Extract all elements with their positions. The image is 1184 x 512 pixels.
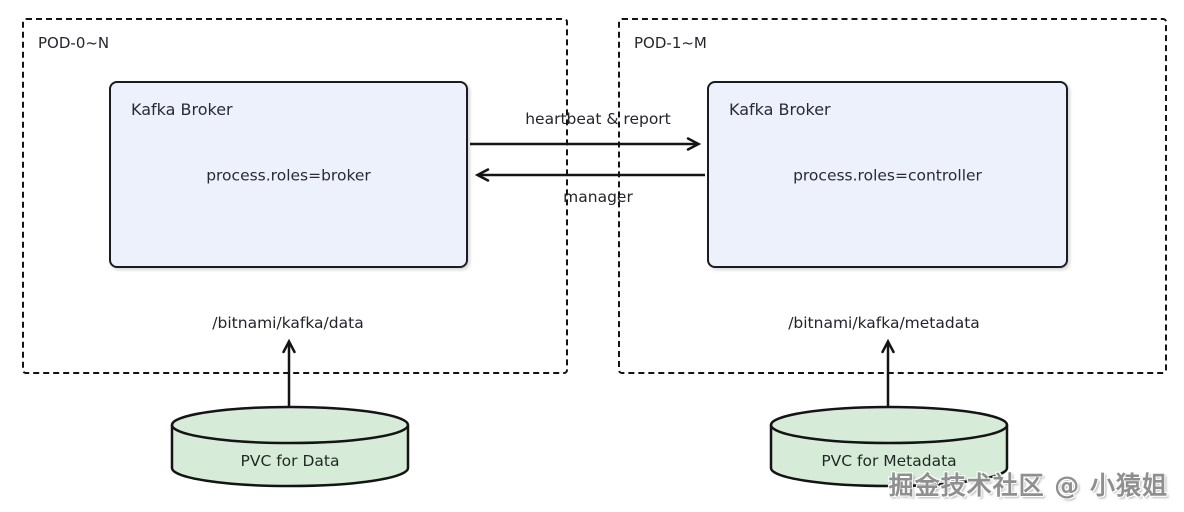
pod-box-controller: POD-1~M <box>618 18 1167 374</box>
pvc-data-label: PVC for Data <box>240 452 340 470</box>
kafka-broker-title: Kafka Broker <box>729 100 831 119</box>
broker-config-text: process.roles=broker <box>206 166 371 185</box>
data-mount-path: /bitnami/kafka/data <box>212 314 364 332</box>
pod-label: POD-0~N <box>38 34 110 52</box>
pod-box-broker: POD-0~N <box>22 18 568 374</box>
watermark-text: 掘金技术社区 @ 小猿姐 <box>888 471 1168 500</box>
controller-config-text: process.roles=controller <box>793 166 982 185</box>
kafka-broker-box: Kafka Broker process.roles=broker <box>109 81 468 268</box>
pvc-metadata-label: PVC for Metadata <box>821 452 957 470</box>
metadata-mount-path: /bitnami/kafka/metadata <box>788 314 980 332</box>
kafka-controller-box: Kafka Broker process.roles=controller <box>707 81 1068 268</box>
pod-label: POD-1~M <box>634 34 707 52</box>
heartbeat-report-label: heartbeat & report <box>525 110 671 128</box>
kafka-broker-title: Kafka Broker <box>131 100 233 119</box>
pvc-data-cylinder <box>170 405 410 488</box>
manager-label: manager <box>563 188 633 206</box>
